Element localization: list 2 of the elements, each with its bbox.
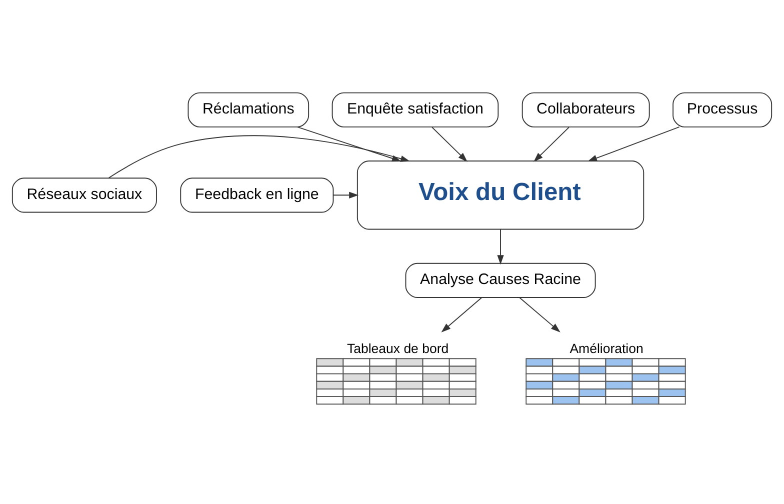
node-text: Amélioration [570, 340, 644, 356]
node-text: Tableaux de bord [346, 340, 449, 356]
